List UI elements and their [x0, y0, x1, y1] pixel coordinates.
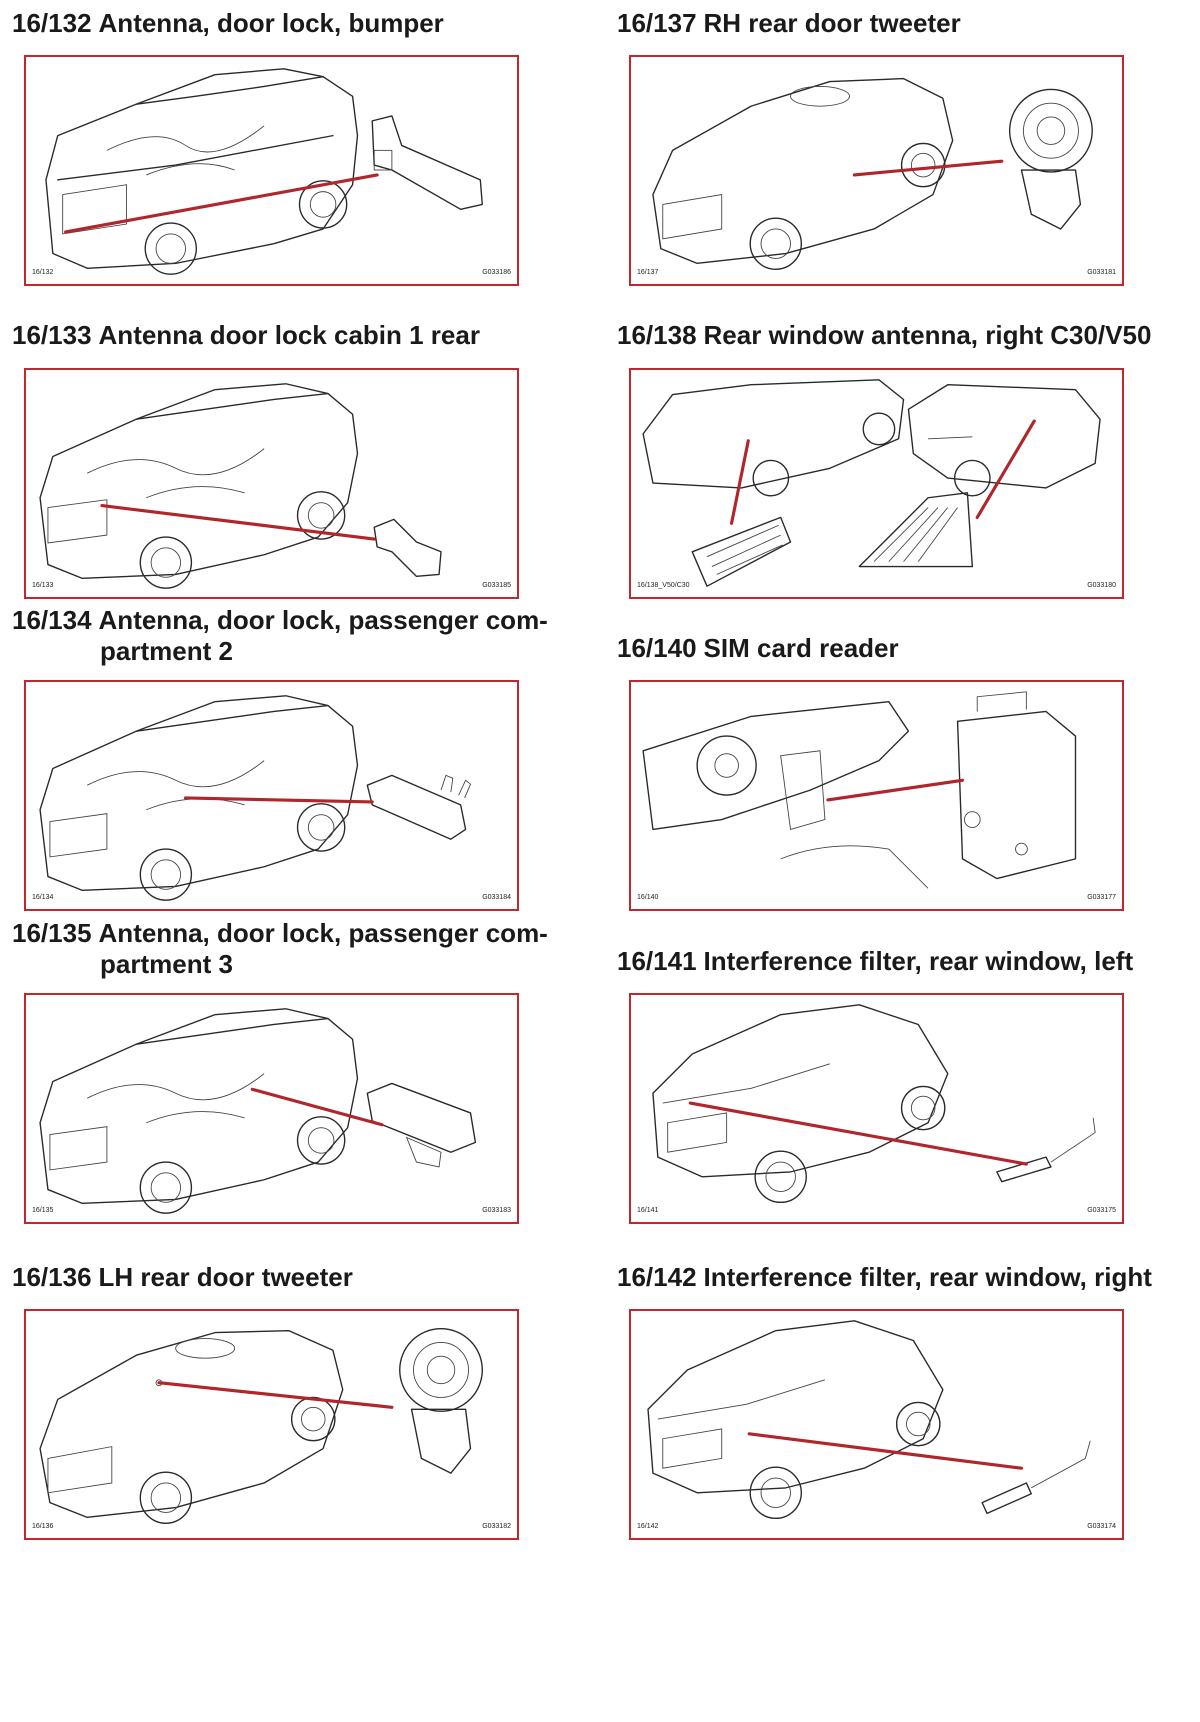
figure-code: G033182 [482, 1523, 511, 1530]
illustration-sedan-lh-tweeter [39, 1328, 483, 1524]
figure-code: G033181 [1087, 269, 1116, 276]
illustration-sedan-cabin-antenna-1 [39, 383, 442, 589]
figure-ref: 16/133 [32, 582, 54, 589]
figure-ref: 16/134 [32, 894, 54, 901]
figure-code: G033184 [482, 894, 511, 901]
illustration-sedan-cabin-antenna-3 [39, 1008, 477, 1214]
figure-16-137: 16/137 G033181 [629, 55, 1124, 286]
illustration-sedan-cabin-antenna-2 [39, 695, 472, 901]
figure-16-136: 16/136 G033182 [24, 1309, 519, 1540]
illustration-sedan-rh-tweeter [652, 77, 1093, 270]
figure-ref: 16/137 [637, 269, 659, 276]
illustration-sedan-filter-right [647, 1320, 1091, 1520]
illustration-dashboard-sim-reader [642, 691, 1077, 889]
figure-16-134: 16/134 G033184 [24, 680, 519, 911]
figure-code: G033177 [1087, 894, 1116, 901]
figure-16-132: 16/132 G033186 [24, 55, 519, 286]
figure-16-138: 16/138_V50/C30 G033180 [629, 368, 1124, 599]
figure-code: G033185 [482, 582, 511, 589]
figure-ref: 16/136 [32, 1523, 54, 1530]
figure-code: G033180 [1087, 582, 1116, 589]
illustration-sedan-bumper-antenna [45, 68, 483, 275]
figure-ref: 16/142 [637, 1523, 659, 1530]
figure-code: G033186 [482, 269, 511, 276]
figure-ref: 16/138_V50/C30 [637, 582, 690, 589]
figure-code: G033174 [1087, 1523, 1116, 1530]
figure-16-135: 16/135 G033183 [24, 993, 519, 1224]
figure-16-141: 16/141 G033175 [629, 993, 1124, 1224]
figure-code: G033175 [1087, 1207, 1116, 1214]
illustration-sedan-filter-left [652, 1004, 1096, 1204]
figure-ref: 16/132 [32, 269, 54, 276]
illustration-estate-hatchback-rear-antennas [642, 379, 1101, 587]
figure-ref: 16/135 [32, 1207, 54, 1214]
figure-ref: 16/141 [637, 1207, 659, 1214]
figure-16-142: 16/142 G033174 [629, 1309, 1124, 1540]
figure-16-140: 16/140 G033177 [629, 680, 1124, 911]
figure-16-133: 16/133 G033185 [24, 368, 519, 599]
figure-ref: 16/140 [637, 894, 659, 901]
figure-code: G033183 [482, 1207, 511, 1214]
